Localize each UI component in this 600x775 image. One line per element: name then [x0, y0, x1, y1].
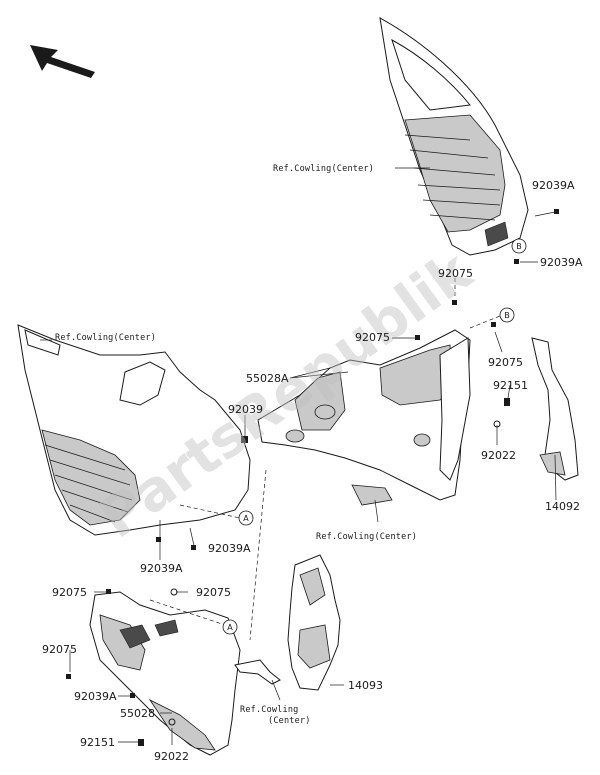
- part-label-92022-lower: 92022: [154, 750, 189, 763]
- svg-text:B: B: [516, 242, 522, 251]
- ref-cowling-center-top: Ref.Cowling(Center): [273, 164, 374, 174]
- part-label-92039A-mid: 92039A: [208, 542, 251, 555]
- part-label-92151-right: 92151: [493, 379, 528, 392]
- front-direction-arrow-icon: [30, 45, 95, 78]
- part-label-14092: 14092: [545, 500, 580, 513]
- ref-cowling-center-bottom-line1: Ref.Cowling: [240, 705, 299, 715]
- side-cover-strip-14092: [531, 337, 579, 481]
- small-bracket: [234, 659, 281, 685]
- part-label-14093: 14093: [348, 679, 383, 692]
- part-label-92075-far-left: 92075: [42, 643, 77, 656]
- ref-cowling-center-left: Ref.Cowling(Center): [55, 333, 156, 343]
- part-label-92075-mid: 92075: [355, 331, 390, 344]
- part-label-92039A-top: 92039A: [532, 179, 575, 192]
- leader-lines: [40, 167, 557, 745]
- part-label-92075-lower-left: 92075: [52, 586, 87, 599]
- left-outer-cowling: [17, 324, 251, 536]
- part-label-55028A: 55028A: [246, 372, 289, 385]
- part-label-55028: 55028: [120, 707, 155, 720]
- part-label-92075-upper: 92075: [438, 267, 473, 280]
- part-label-92022-right: 92022: [481, 449, 516, 462]
- ref-cowling-center-mid: Ref.Cowling(Center): [316, 532, 417, 542]
- part-label-92075-right: 92075: [488, 356, 523, 369]
- svg-text:B: B: [504, 311, 510, 320]
- callout-b-upper: B: [511, 238, 527, 254]
- callout-a-lower: A: [222, 619, 238, 635]
- inner-panel-14093: [287, 554, 341, 691]
- fasteners: [66, 209, 559, 746]
- callout-a-left: A: [238, 510, 254, 526]
- svg-text:A: A: [243, 514, 249, 523]
- part-label-92039A-lower: 92039A: [74, 690, 117, 703]
- svg-text:A: A: [227, 623, 233, 632]
- right-inner-cowling: [257, 329, 471, 506]
- part-label-92039A-b: 92039A: [540, 256, 583, 269]
- callout-b-right: B: [499, 307, 515, 323]
- ref-cowling-center-bottom-line2: (Center): [268, 716, 311, 726]
- part-label-92039: 92039: [228, 403, 263, 416]
- part-label-92039A-left: 92039A: [140, 562, 183, 575]
- part-label-92151-lower: 92151: [80, 736, 115, 749]
- upper-cowling-panel: [379, 17, 529, 256]
- lower-left-fairing: [89, 591, 241, 756]
- part-label-92075-lower-right: 92075: [196, 586, 231, 599]
